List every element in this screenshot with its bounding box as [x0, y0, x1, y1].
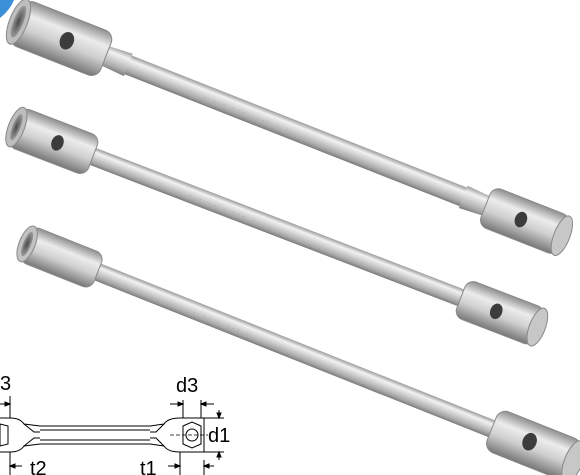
wrench-2: · · ·· · ··· ·: [5, 106, 549, 347]
cross-hole-icon: [489, 303, 503, 320]
label-t1: t1: [140, 458, 157, 475]
dimension-diagram: [0, 396, 224, 475]
wrench-3: · ·· · ··· ·: [16, 225, 580, 475]
corner-accent: [0, 0, 14, 18]
label-d1: d1: [208, 425, 230, 447]
cross-hole-icon: [51, 135, 64, 151]
label-d3-left: 3: [0, 373, 11, 395]
wrench-1: · · · ··· ···· · ·: [5, 0, 574, 256]
cross-hole-icon: [514, 211, 528, 228]
cross-hole-icon: [522, 432, 537, 451]
label-d3-right: d3: [176, 375, 198, 397]
cross-hole-icon: [59, 31, 75, 50]
label-t2: t2: [30, 458, 47, 475]
